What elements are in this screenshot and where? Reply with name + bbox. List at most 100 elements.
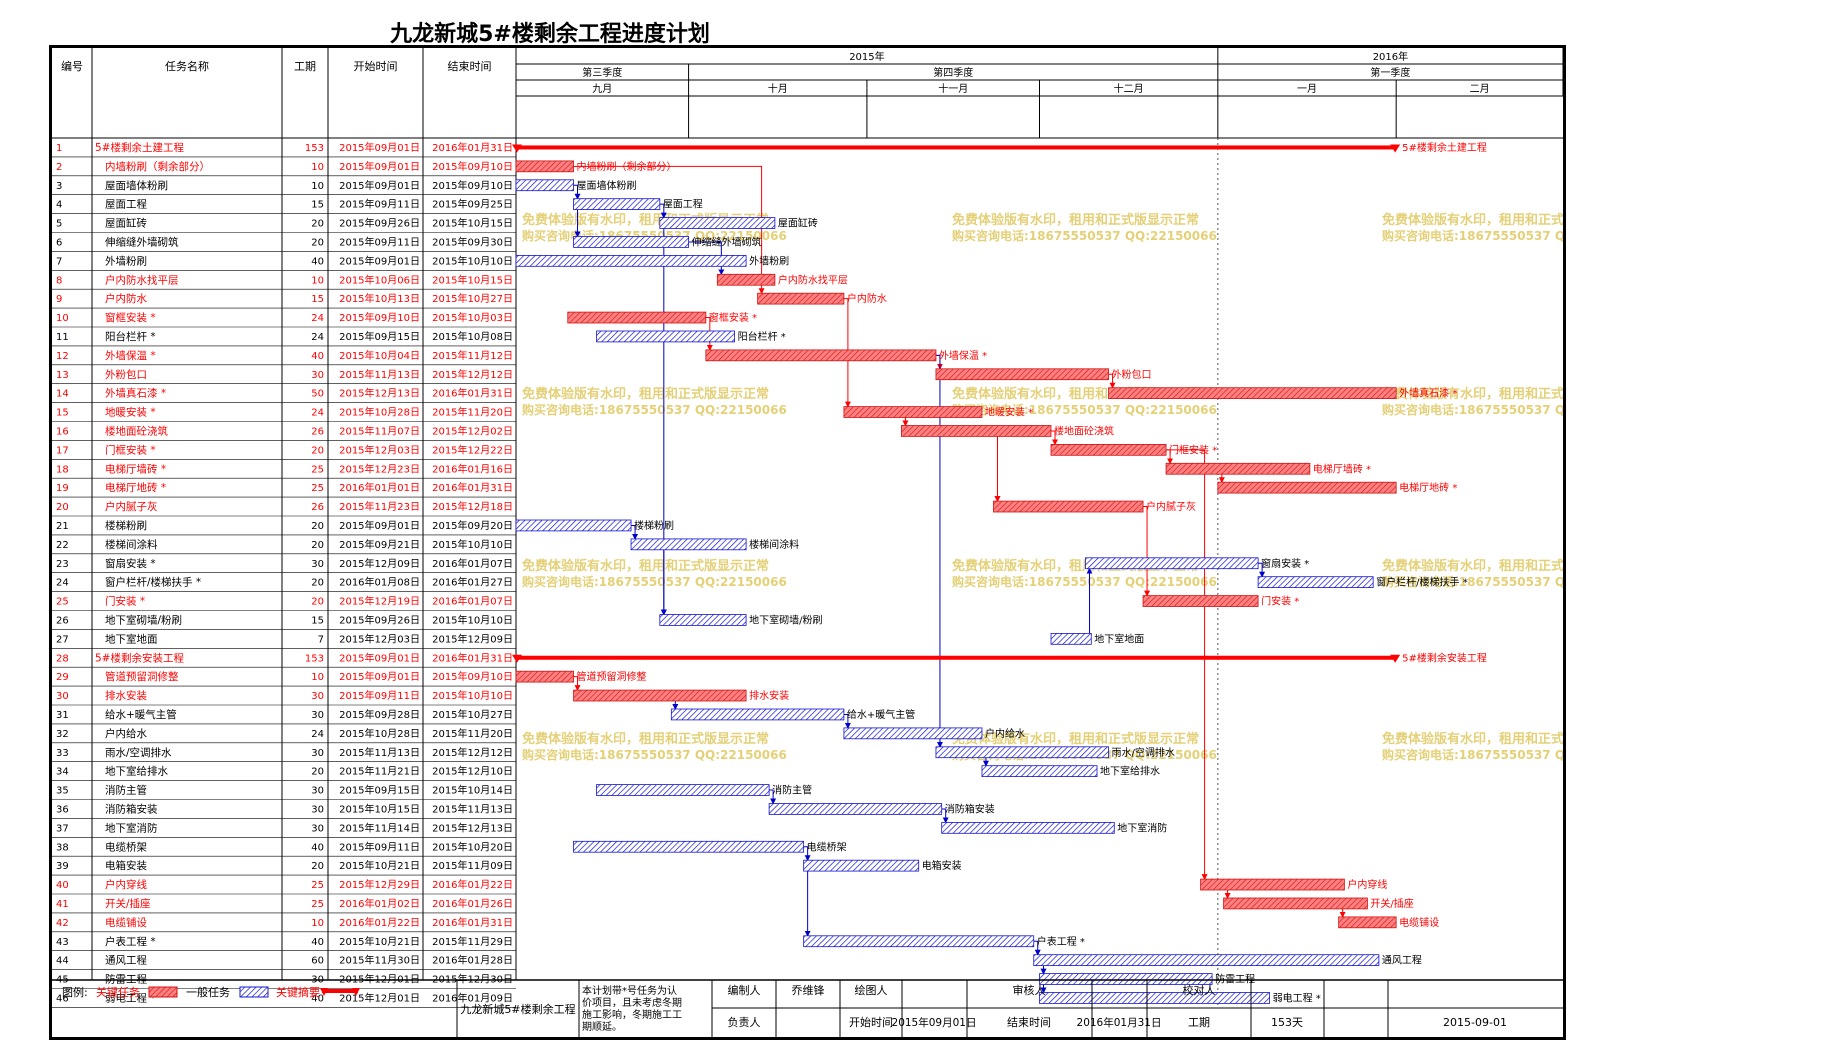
task-end: 2015年10月03日: [432, 311, 513, 324]
task-duration: 15: [311, 616, 324, 627]
task-duration: 30: [311, 786, 324, 797]
footer-date: 2015-09-01: [1443, 1016, 1507, 1029]
bar-label: 地下室给排水: [1100, 765, 1160, 778]
legend-milestone-marker: [352, 988, 360, 996]
bar-label: 户内防水: [847, 292, 887, 305]
normal-task-bar: [1033, 954, 1380, 967]
watermark-line: 购买咨询电话:18675550537 QQ:22150066: [522, 574, 787, 589]
task-end: 2015年09月10日: [432, 670, 513, 683]
task-id: 3: [56, 181, 62, 192]
footer-note: 本计划带*号任务为认: [582, 984, 677, 997]
critical-task-bar: [1217, 481, 1397, 494]
page-title: 九龙新城5#楼剩余工程进度计划: [390, 22, 710, 47]
task-start: 2015年12月29日: [339, 878, 420, 891]
task-name: 阳台栏杆 *: [105, 330, 156, 343]
task-duration: 30: [311, 710, 324, 721]
watermark-line: 免费体验版有水印，租用和正式版显示正常: [522, 386, 769, 402]
bar-label: 户表工程 *: [1037, 935, 1085, 948]
critical-task-bar: [705, 349, 937, 362]
task-id: 21: [56, 521, 69, 532]
task-name: 户表工程 *: [105, 935, 156, 948]
task-name: 电缆桥架: [105, 840, 147, 853]
watermark-line: 免费体验版有水印，租用和正式版显示正常: [522, 731, 769, 747]
bar-label: 地暖安装 *: [985, 406, 1033, 419]
footer-note: 价项目，且未考虑冬期: [582, 996, 682, 1009]
task-name: 内墙粉刷（剩余部分）: [105, 160, 210, 173]
task-end: 2016年01月31日: [432, 916, 513, 929]
task-name: 户内穿线: [105, 878, 147, 891]
task-duration: 7: [318, 634, 324, 645]
task-duration: 20: [311, 521, 324, 532]
footer-manager-label: 负责人: [728, 1015, 761, 1029]
task-name: 外墙保温 *: [105, 349, 156, 362]
critical-task-bar: [1338, 916, 1397, 929]
dependency-link: [573, 184, 581, 200]
critical-task-bar: [1142, 595, 1259, 607]
task-duration: 15: [311, 200, 324, 211]
task-duration: 20: [311, 540, 324, 551]
task-duration: 10: [311, 275, 324, 286]
bar-label: 门安装 *: [1261, 595, 1299, 608]
task-id: 24: [56, 578, 69, 589]
task-name: 户内防水找平层: [105, 273, 179, 286]
task-name: 电梯厅地砖 *: [105, 481, 166, 494]
normal-task-bar: [803, 935, 1035, 948]
bar-label: 外墙粉刷: [749, 254, 789, 267]
normal-task-bar: [573, 198, 661, 210]
task-end: 2016年01月27日: [432, 576, 513, 589]
task-id: 20: [56, 502, 69, 513]
watermark-line: 购买咨询电话:18675550537 QQ:22150066: [952, 574, 1217, 589]
footer-note: 施工影响，冬期施工工: [582, 1008, 682, 1021]
task-name: 5#楼剩余安装工程: [95, 651, 184, 664]
task-duration: 24: [311, 332, 324, 343]
task-name: 通风工程: [105, 955, 147, 967]
task-id: 39: [56, 861, 69, 872]
bar-label: 楼地面砼浇筑: [1054, 425, 1114, 438]
task-end: 2015年10月15日: [432, 273, 513, 286]
task-name: 户内防水: [105, 292, 147, 305]
legend-milestone-bar: [322, 989, 358, 993]
task-start: 2016年01月02日: [339, 897, 420, 910]
task-id: 42: [56, 918, 69, 929]
task-start: 2016年01月22日: [339, 916, 420, 929]
task-id: 29: [56, 672, 69, 683]
task-start: 2015年09月15日: [339, 330, 420, 343]
task-start: 2015年09月01日: [339, 254, 420, 267]
task-duration: 153: [305, 653, 324, 664]
task-end: 2016年01月31日: [432, 141, 513, 154]
dependency-link: [941, 808, 949, 824]
task-duration: 20: [311, 861, 324, 872]
dependency-link: [1258, 562, 1266, 578]
task-id: 25: [56, 597, 69, 608]
dependency-link: [994, 430, 1052, 503]
task-name: 5#楼剩余土建工程: [95, 141, 184, 154]
legend-milestone-marker: [320, 988, 328, 996]
task-start: 2015年11月30日: [339, 954, 420, 967]
watermark-line: 购买咨询电话:18675550537 QQ:22150066: [952, 228, 1217, 243]
summary-start-marker: [512, 654, 522, 663]
watermark-line: 购买咨询电话:18675550537 QQ:22150066: [522, 402, 787, 417]
table-header-start: 开始时间: [354, 59, 398, 73]
task-duration: 40: [311, 256, 324, 267]
task-start: 2015年09月01日: [339, 179, 420, 192]
task-name: 门框安装 *: [105, 443, 156, 456]
task-name: 地暖安装 *: [105, 406, 156, 419]
task-id: 7: [56, 256, 62, 267]
task-id: 8: [56, 275, 62, 286]
summary-bar: [516, 145, 1397, 150]
task-end: 2015年12月12日: [432, 746, 513, 759]
bar-label: 电梯厅地砖 *: [1399, 481, 1457, 494]
task-start: 2016年01月08日: [339, 576, 420, 589]
task-duration: 20: [311, 445, 324, 456]
task-duration: 20: [311, 597, 324, 608]
task-duration: 30: [311, 748, 324, 759]
task-end: 2015年10月10日: [432, 689, 513, 702]
task-id: 46: [56, 994, 69, 1005]
critical-task-bar: [1200, 878, 1345, 891]
task-name: 地下室地面: [105, 632, 158, 645]
task-name: 楼梯粉刷: [105, 519, 147, 532]
task-end: 2015年10月27日: [432, 292, 513, 305]
task-end: 2015年09月10日: [432, 160, 513, 173]
normal-task-bar: [1050, 633, 1092, 645]
task-duration: 40: [311, 351, 324, 362]
